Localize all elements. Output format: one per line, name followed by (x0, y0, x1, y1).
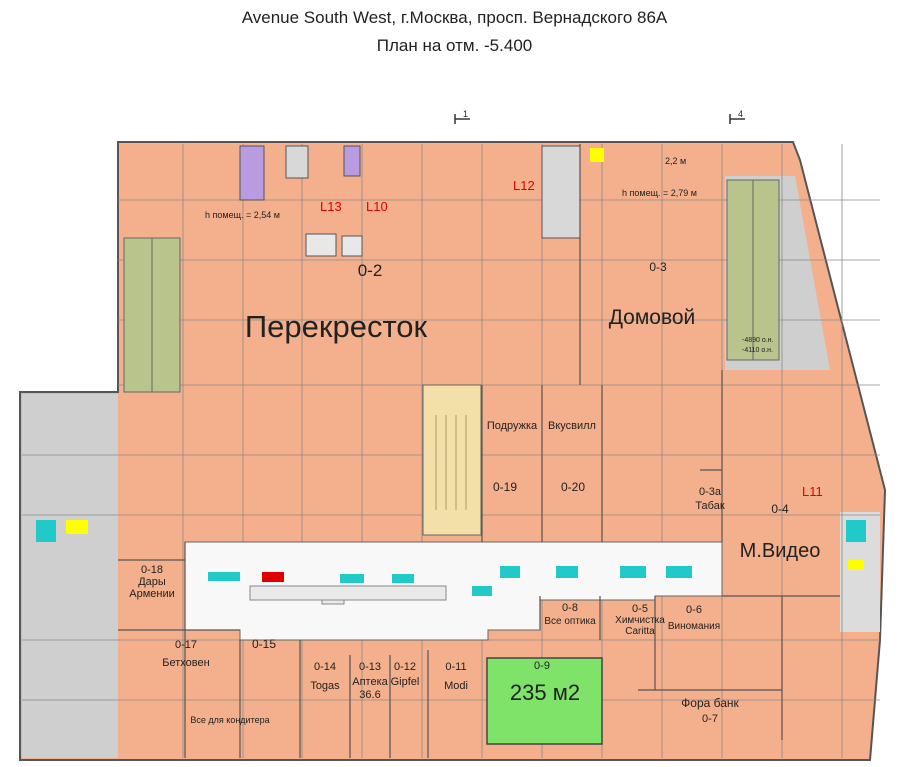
unit-0-17-name: Бетховен (162, 657, 209, 669)
height-label-3: 2,2 м (665, 156, 686, 166)
lift-2 (343, 145, 361, 177)
left-service-core (22, 394, 118, 758)
axis-marker-4: 4 (729, 109, 745, 124)
stair-core-3 (305, 233, 337, 257)
unit-0-14-name: Togas (310, 680, 340, 692)
unit-0-9-area-label: 235 м2 (510, 680, 580, 705)
unit-0-4-code: 0-4 (771, 502, 789, 516)
unit-0-2-code: 0-2 (358, 261, 383, 280)
unit-0-5-name2: Caritta (625, 626, 655, 637)
kiosk-8 (472, 586, 492, 596)
unit-0-4-name: М.Видео (740, 540, 821, 562)
lift-label-L12: L12 (513, 178, 535, 193)
unit-0-19-name: Подружка (487, 420, 538, 432)
lift-label-L10: L10 (366, 199, 388, 214)
stair-core-2 (541, 145, 581, 239)
unit-0-5-name1: Химчистка (615, 615, 665, 626)
unit-0-13-code: 0-13 (359, 661, 381, 673)
warning-sign-2 (66, 520, 88, 534)
axis-marker-1: 1 (454, 109, 470, 124)
stair-core-1 (285, 145, 309, 179)
stair-core-5 (36, 520, 56, 542)
unit-0-12-name: Gipfel (391, 676, 420, 688)
unit-0-6-name: Виномания (668, 621, 720, 632)
page-title: Avenue South West, г.Москва, просп. Верн… (241, 8, 668, 27)
unit-0-13-name1: Аптека (352, 676, 388, 688)
stair-core-6 (846, 520, 866, 542)
unit-0-11-name: Modi (444, 680, 468, 692)
unit-0-8-code: 0-8 (562, 602, 578, 614)
unit-0-20-name: Вкусвилл (548, 420, 596, 432)
kiosk-6 (620, 566, 646, 578)
warning-sign-1 (590, 148, 604, 162)
unit-0-3-code: 0-3 (649, 260, 667, 274)
unit-0-14-code: 0-14 (314, 661, 336, 673)
unit-0-18-name2: Армении (129, 588, 175, 600)
unit-0-3-name: Домовой (609, 306, 696, 329)
unit-0-2-name: Перекресток (245, 309, 428, 344)
unit-0-16-name: Все для кондитера (190, 715, 269, 725)
unit-0-3a-code: 0-3а (699, 486, 722, 498)
kiosk-4 (500, 566, 520, 578)
unit-0-18-code: 0-18 (141, 564, 163, 576)
unit-0-9-area[interactable] (486, 657, 603, 745)
unit-0-3a-name: Табак (695, 500, 725, 512)
svg-text:4: 4 (738, 109, 743, 119)
unit-0-12-code: 0-12 (394, 661, 416, 673)
lift-label-L13: L13 (320, 199, 342, 214)
kiosk-red (262, 572, 284, 582)
unit-0-17-code: 0-17 (175, 639, 197, 651)
escalator-corridor (249, 585, 447, 601)
kiosk-2 (340, 574, 364, 583)
unit-0-20-code: 0-20 (561, 480, 585, 494)
central-stair (422, 384, 482, 536)
kiosk-7 (666, 566, 692, 578)
elevation-label-2: -4110 о.н. (742, 347, 773, 354)
unit-0-5-code: 0-5 (632, 603, 648, 615)
unit-0-7-code: 0-7 (702, 713, 718, 725)
unit-0-6-code: 0-6 (686, 604, 702, 616)
unit-0-15-code: 0-15 (252, 637, 276, 651)
svg-text:1: 1 (463, 109, 468, 119)
lift-label-L11: L11 (802, 484, 823, 499)
unit-0-11-code: 0-11 (445, 661, 466, 673)
unit-0-19-code: 0-19 (493, 480, 517, 494)
unit-0-18-name1: Дары (138, 576, 166, 588)
elevation-label-1: -4890 о.н. (742, 337, 774, 344)
lift-1 (239, 145, 265, 201)
kiosk-1 (208, 572, 240, 581)
page-subtitle: План на отм. -5.400 (376, 36, 533, 55)
unit-0-9-code: 0-9 (534, 660, 550, 672)
height-label-2: h помещ. = 2,79 м (622, 188, 697, 198)
unit-0-8-name: Все оптика (544, 616, 596, 627)
stair-core-4 (341, 235, 363, 257)
warning-sign-3 (848, 560, 864, 570)
unit-0-13-name2: 36.6 (359, 689, 380, 701)
kiosk-5 (556, 566, 578, 578)
height-label-1: h помещ. = 2,54 м (205, 210, 280, 220)
kiosk-3 (392, 574, 414, 583)
unit-0-7-name: Фора банк (681, 696, 739, 710)
